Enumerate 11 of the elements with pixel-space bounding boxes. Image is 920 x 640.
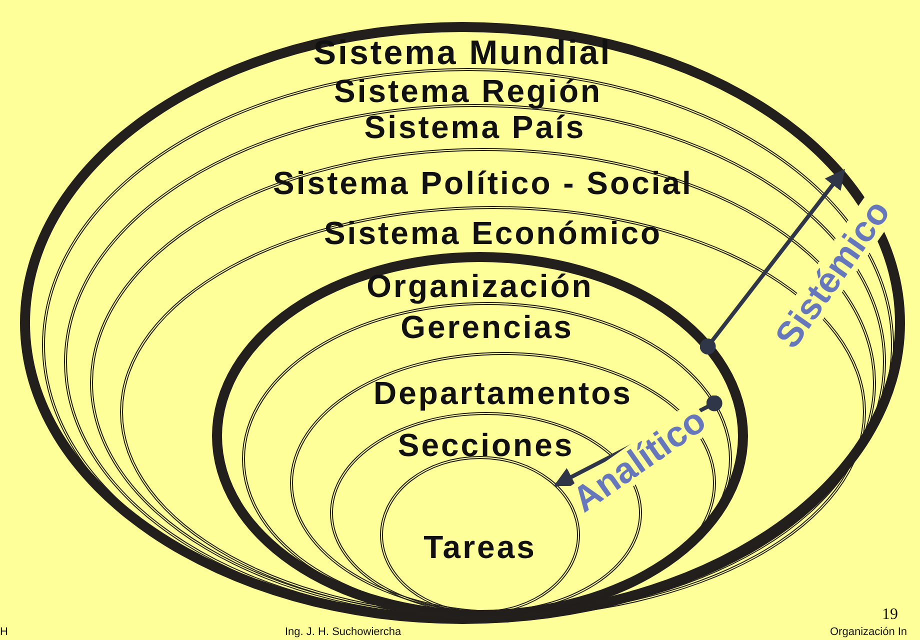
footer-text: H <box>0 626 8 638</box>
ring-label: Sistema Político - Social <box>272 165 694 202</box>
ring-label: Sistema Región <box>332 73 604 110</box>
arrow <box>700 168 846 354</box>
page-number: 19 <box>882 606 898 624</box>
footer-text: Ing. J. H. Suchowiercha <box>285 626 402 638</box>
ring-label: Sistema País <box>363 109 587 146</box>
ring-label: Tareas <box>422 529 538 566</box>
ring-label: Organización <box>366 268 594 305</box>
ring-label: Gerencias <box>400 309 574 346</box>
footer-text: Organización In <box>830 626 908 638</box>
